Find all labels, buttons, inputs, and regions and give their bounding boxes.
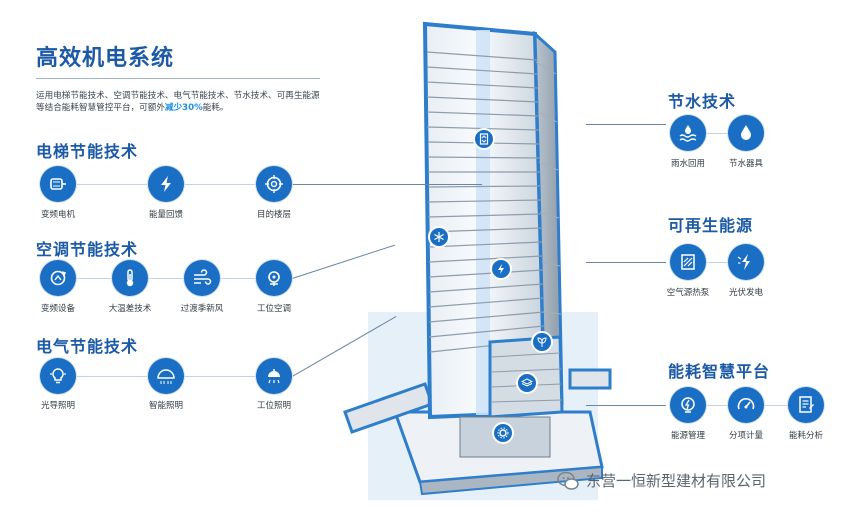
renewable-item-2 — [728, 244, 764, 280]
wind-icon — [194, 269, 212, 285]
elevator-icon — [479, 133, 489, 145]
renewable-label-2: 光伏发电 — [728, 288, 763, 298]
droplet-icon — [741, 125, 751, 140]
section-title-renewable: 可再生能源 — [668, 216, 754, 235]
hvac-item-3 — [184, 260, 220, 296]
electrical-item-1 — [40, 358, 76, 394]
building-marker-water — [531, 331, 553, 353]
renewable-label-1: 空气源热泵 — [666, 288, 710, 298]
water-connector — [688, 133, 748, 134]
elevator-label-3: 目的楼层 — [256, 210, 291, 220]
title-divider — [36, 78, 320, 79]
platform-label-1: 能源管理 — [670, 431, 705, 441]
building-marker-hvac — [428, 226, 450, 248]
wechat-icon — [557, 471, 579, 490]
building-marker-elevator — [473, 128, 495, 150]
hvac-label-3: 过渡季新风 — [180, 304, 224, 314]
hvac-label-4: 工位空调 — [256, 304, 291, 314]
water-label-2: 节水器具 — [728, 159, 763, 169]
hvac-item-4 — [256, 260, 292, 296]
renewable-connector — [688, 262, 748, 263]
bulb-icon — [50, 368, 66, 384]
hvac-connector — [72, 278, 282, 279]
leader-water — [586, 124, 666, 125]
building-marker-gear — [492, 422, 514, 444]
hvac-item-1 — [40, 260, 76, 296]
electrical-label-3: 工位照明 — [256, 401, 291, 411]
hvac-label-2: 大温差技术 — [108, 304, 152, 314]
leader-platform — [586, 405, 666, 406]
watermark-text: 东营一恒新型建材有限公司 — [586, 472, 767, 490]
report-icon — [799, 396, 814, 413]
hvac-item-2 — [112, 260, 148, 296]
section-title-elevator: 电梯节能技术 — [36, 142, 139, 161]
section-title-hvac: 空调节能技术 — [36, 240, 139, 259]
platform-item-3 — [788, 387, 824, 423]
building-illustration — [343, 21, 612, 500]
intro-line-2: 等结合能耗智慧管控平台，可额外减少30%能耗。 — [36, 102, 336, 114]
bolt-icon — [498, 264, 504, 274]
heat-pump-icon — [681, 254, 695, 270]
intro-text: 运用电梯节能技术、空调节能技术、电气节能技术、节水技术、可再生能源 等结合能耗智… — [36, 90, 336, 114]
desk-lamp-icon — [268, 369, 280, 384]
water-label-1: 雨水回用 — [670, 159, 705, 169]
renewable-item-1 — [670, 244, 706, 280]
elevator-label-1: 变频电机 — [40, 210, 75, 220]
section-title-electrical: 电气节能技术 — [36, 337, 139, 356]
elevator-item-2 — [148, 166, 184, 202]
water-item-1 — [670, 115, 706, 151]
elevator-label-2: 能量回馈 — [148, 210, 183, 220]
intro-line-2-b: 能耗。 — [202, 103, 229, 113]
crosshair-icon — [265, 175, 283, 193]
smart-light-icon — [157, 369, 175, 384]
intro-line-2-a: 等结合能耗智慧管控平台，可额外 — [36, 103, 165, 113]
elevator-item-1 — [40, 166, 76, 202]
solar-icon — [737, 254, 750, 270]
energy-icon — [681, 397, 695, 413]
page-title: 高效机电系统 — [36, 46, 175, 71]
section-title-platform: 能耗智慧平台 — [668, 362, 771, 381]
gauge-icon — [737, 398, 755, 410]
gear-icon — [497, 427, 509, 439]
layers-icon — [521, 378, 533, 387]
electrical-label-1: 光导照明 — [40, 401, 75, 411]
rain-icon — [679, 125, 697, 142]
electrical-item-3 — [256, 358, 292, 394]
fan-icon — [268, 271, 280, 286]
platform-item-2 — [728, 387, 764, 423]
water-item-2 — [728, 115, 764, 151]
snowflake-icon — [434, 232, 444, 242]
cycle-icon — [50, 270, 67, 286]
intro-highlight: 减少30% — [164, 103, 203, 113]
leader-elevator — [292, 184, 482, 185]
elevator-item-3 — [256, 166, 292, 202]
section-title-water: 节水技术 — [668, 92, 737, 111]
building-marker-platform — [516, 372, 538, 394]
hvac-label-1: 变频设备 — [40, 304, 75, 314]
electrical-item-2 — [148, 358, 184, 394]
building-marker-electric — [490, 258, 512, 280]
platform-label-3: 能耗分析 — [788, 431, 823, 441]
leaf-icon — [537, 337, 547, 347]
platform-item-1 — [670, 387, 706, 423]
intro-line-1: 运用电梯节能技术、空调节能技术、电气节能技术、节水技术、可再生能源 — [36, 91, 320, 101]
thermometer-icon — [126, 269, 134, 287]
lightning-icon — [161, 176, 171, 192]
electrical-label-2: 智能照明 — [148, 401, 183, 411]
motor-icon — [50, 178, 66, 190]
leader-renewable — [586, 262, 666, 263]
platform-label-2: 分项计量 — [728, 431, 763, 441]
